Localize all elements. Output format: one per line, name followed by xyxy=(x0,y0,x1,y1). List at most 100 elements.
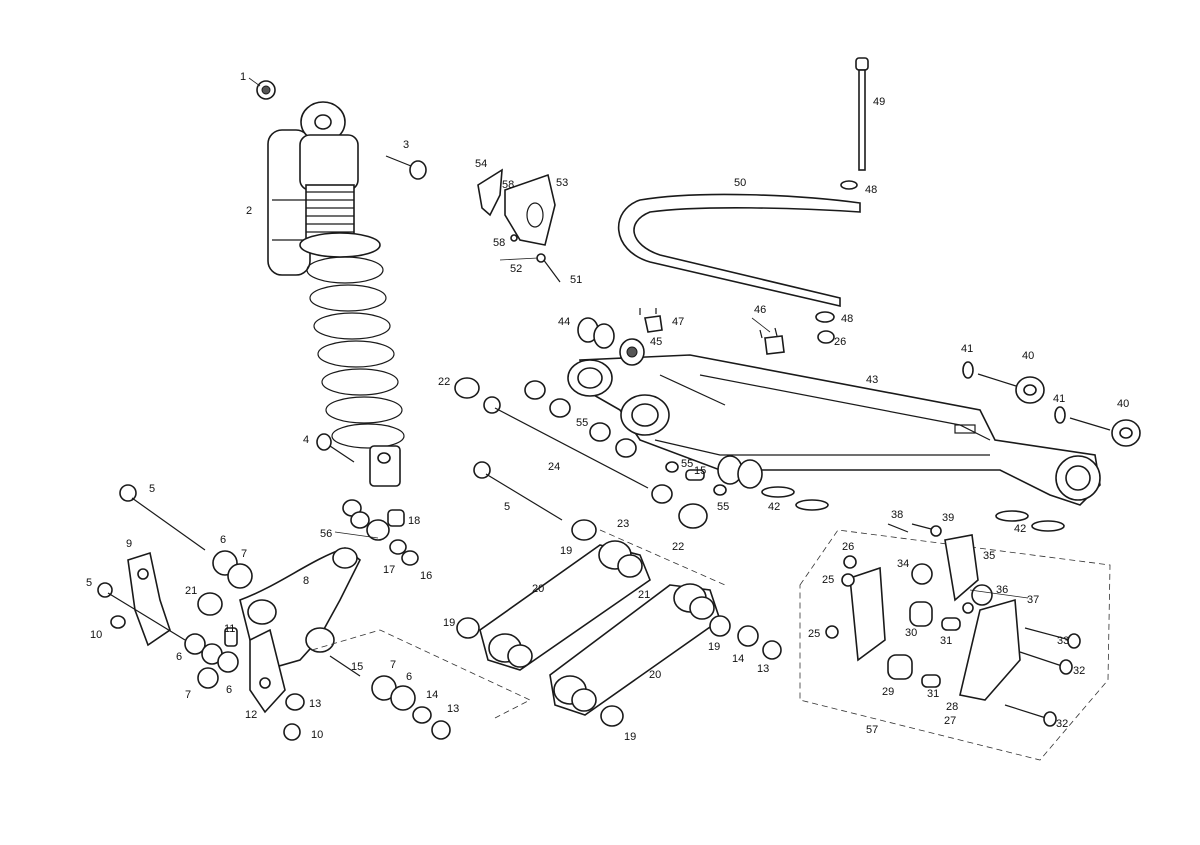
callout: 26 xyxy=(834,336,846,348)
callout: 2 xyxy=(246,205,252,217)
callout: 48 xyxy=(865,184,877,196)
callout: 10 xyxy=(90,629,102,641)
callout: 25 xyxy=(822,574,834,586)
long-bolt xyxy=(815,57,869,344)
callout: 4 xyxy=(303,434,309,446)
callout: 48 xyxy=(841,313,853,325)
callout: 21 xyxy=(185,585,197,597)
pads xyxy=(761,486,1065,532)
callout: 27 xyxy=(944,715,956,727)
callout: 46 xyxy=(754,304,766,316)
callout: 17 xyxy=(383,564,395,576)
pivot-shaft xyxy=(454,377,727,529)
callout: 6 xyxy=(176,651,182,663)
callout: 53 xyxy=(556,177,568,189)
callout: 55 xyxy=(681,458,693,470)
callout: 32 xyxy=(1056,718,1068,730)
callout: 20 xyxy=(649,669,661,681)
callout: 3 xyxy=(403,139,409,151)
callout: 37 xyxy=(1027,594,1039,606)
callout: 21 xyxy=(638,589,650,601)
callout: 56 xyxy=(320,528,332,540)
callout: 12 xyxy=(245,709,257,721)
callout: 36 xyxy=(996,584,1008,596)
callout: 7 xyxy=(390,659,396,671)
callout: 35 xyxy=(983,550,995,562)
chain-slider xyxy=(617,193,861,308)
callout: 19 xyxy=(708,641,720,653)
callout: 55 xyxy=(576,417,588,429)
chain-adjusters xyxy=(962,361,1141,447)
callout: 13 xyxy=(757,663,769,675)
callout: 25 xyxy=(808,628,820,640)
callout: 24 xyxy=(548,461,560,473)
callout: 22 xyxy=(438,376,450,388)
callout: 40 xyxy=(1022,350,1034,362)
callout: 5 xyxy=(149,483,155,495)
callout: 29 xyxy=(882,686,894,698)
side-plate-kit xyxy=(799,523,1111,761)
bracket-assembly xyxy=(477,168,561,283)
swingarm xyxy=(567,317,1101,506)
clip-fasteners xyxy=(639,308,785,355)
callout: 19 xyxy=(624,731,636,743)
callout: 10 xyxy=(311,729,323,741)
callout: 6 xyxy=(406,671,412,683)
callout: 51 xyxy=(570,274,582,286)
callout-labels: 1 2 3 4 5 5 5 6 6 6 6 7 7 7 8 9 10 10 11… xyxy=(86,71,1129,743)
callout: 49 xyxy=(873,96,885,108)
callout: 45 xyxy=(650,336,662,348)
linkage-rocker xyxy=(97,484,531,741)
callout: 33 xyxy=(1057,635,1069,647)
leader-lines xyxy=(248,77,1029,599)
callout: 5 xyxy=(504,501,510,513)
callout: 41 xyxy=(1053,393,1065,405)
callout: 14 xyxy=(732,653,744,665)
callout: 42 xyxy=(1014,523,1026,535)
callout: 22 xyxy=(672,541,684,553)
callout: 15 xyxy=(351,661,363,673)
callout: 13 xyxy=(309,698,321,710)
callout: 20 xyxy=(532,583,544,595)
callout: 5 xyxy=(86,577,92,589)
callout: 58 xyxy=(502,179,514,191)
callout: 43 xyxy=(866,374,878,386)
callout: 40 xyxy=(1117,398,1129,410)
callout: 18 xyxy=(408,515,420,527)
callout: 39 xyxy=(942,512,954,524)
callout: 38 xyxy=(891,509,903,521)
callout: 34 xyxy=(897,558,909,570)
callout: 50 xyxy=(734,177,746,189)
callout: 6 xyxy=(226,684,232,696)
callout: 16 xyxy=(420,570,432,582)
callout: 15 xyxy=(694,465,706,477)
callout: 57 xyxy=(866,724,878,736)
callout: 11 xyxy=(224,623,235,635)
shock-absorber xyxy=(256,80,427,487)
callout: 31 xyxy=(940,635,952,647)
callout: 1 xyxy=(240,71,246,83)
callout: 54 xyxy=(475,158,487,170)
callout: 32 xyxy=(1073,665,1085,677)
callout: 6 xyxy=(220,534,226,546)
callout: 8 xyxy=(303,575,309,587)
callout: 19 xyxy=(443,617,455,629)
callout: 41 xyxy=(961,343,973,355)
callout: 52 xyxy=(510,263,522,275)
callout: 30 xyxy=(905,627,917,639)
callout: 19 xyxy=(560,545,572,557)
callout: 7 xyxy=(185,689,191,701)
callout: 42 xyxy=(768,501,780,513)
callout: 55 xyxy=(717,501,729,513)
callout: 44 xyxy=(558,316,570,328)
callout: 26 xyxy=(842,541,854,553)
callout: 23 xyxy=(617,518,629,530)
callout: 13 xyxy=(447,703,459,715)
callout: 47 xyxy=(672,316,684,328)
connecting-links xyxy=(456,461,782,727)
callout: 31 xyxy=(927,688,939,700)
callout: 9 xyxy=(126,538,132,550)
callout: 14 xyxy=(426,689,438,701)
callout: 28 xyxy=(946,701,958,713)
